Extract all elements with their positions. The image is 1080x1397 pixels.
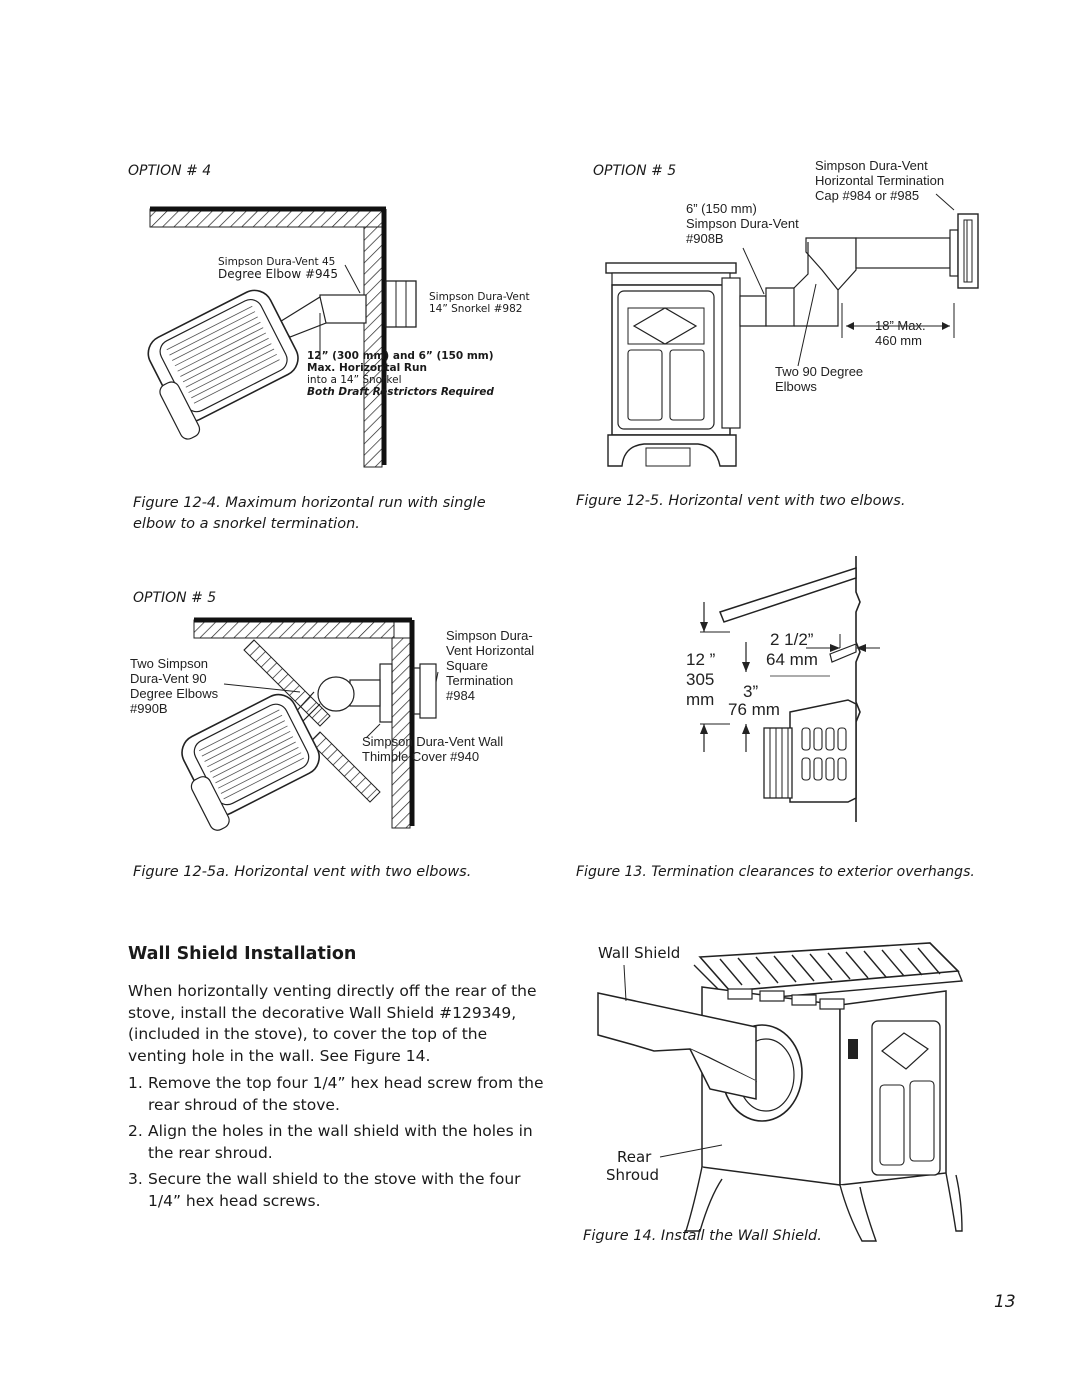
run-note-line1: 12” (300 mm) and 6” (150 mm) xyxy=(307,350,494,362)
caption-line2: elbow to a snorkel termination. xyxy=(133,516,360,532)
section-body: When horizontally venting directly off t… xyxy=(128,981,548,1217)
fig13-dim-3: 3” xyxy=(743,682,759,701)
elbows-label-line3: Degree Elbows xyxy=(130,686,219,701)
caption-line1: Figure 12-4. Maximum horizontal run with… xyxy=(133,495,486,511)
fig13-dim-12: 12 ” xyxy=(686,650,716,669)
fig12-5a-termination-label: Simpson Dura- Vent Horizontal Square Ter… xyxy=(446,628,534,703)
restrictor-note: Both Draft Restrictors Required xyxy=(307,386,494,398)
step-text: Remove the top four 1/4” hex head screw … xyxy=(148,1074,544,1114)
snorkel-label-line1: Simpson Dura-Vent xyxy=(429,291,530,303)
fig12-4-option-label: OPTION # 4 xyxy=(128,163,212,179)
fig12-4-diagram xyxy=(147,206,417,468)
fig12-4-run-note: 12” (300 mm) and 6” (150 mm) Max. Horizo… xyxy=(307,350,494,398)
fig12-5-option-label: OPTION # 5 xyxy=(593,163,677,179)
term-label-line2: Vent Horizontal xyxy=(446,643,535,658)
term-label-line1: Simpson Dura-Vent xyxy=(815,158,928,173)
fig12-5a-option-label: OPTION # 5 xyxy=(133,590,217,606)
fig13-dim-mm: mm xyxy=(686,690,715,709)
fig14-shroud-label: Shroud xyxy=(606,1166,660,1184)
term-label-line3: Cap #984 or #985 xyxy=(815,188,920,203)
intro-paragraph: When horizontally venting directly off t… xyxy=(128,982,537,1065)
step-number: 3. xyxy=(128,1170,143,1188)
elbows-label-line1: Two 90 Degree xyxy=(775,364,864,379)
fig12-4-caption: Figure 12-4. Maximum horizontal run with… xyxy=(133,493,543,535)
elbows-label-line4: #990B xyxy=(130,701,168,716)
term-label-line5: #984 xyxy=(446,688,475,703)
fig12-5-caption: Figure 12-5. Horizontal vent with two el… xyxy=(576,493,906,509)
fig14-caption: Figure 14. Install the Wall Shield. xyxy=(583,1228,822,1244)
fig13-dim-76: 76 mm xyxy=(728,700,780,719)
section-heading: Wall Shield Installation xyxy=(128,944,357,964)
run-note-line3: into a 14” Snorkel xyxy=(307,374,402,386)
step-text: Align the holes in the wall shield with … xyxy=(148,1122,533,1162)
steps-list: 1. Remove the top four 1/4” hex head scre… xyxy=(128,1073,548,1212)
elbow-label-line2: Degree Elbow #945 xyxy=(218,267,338,281)
pipe-label-line1: 6” (150 mm) xyxy=(686,201,757,216)
fig12-5a-caption: Figure 12-5a. Horizontal vent with two e… xyxy=(133,864,472,880)
elbows-label-line2: Elbows xyxy=(775,379,817,394)
elbow-label-line1: Simpson Dura-Vent 45 xyxy=(218,256,336,268)
fig12-5-pipe-label: 6” (150 mm) Simpson Dura-Vent #908B xyxy=(686,201,799,246)
step-number: 2. xyxy=(128,1122,143,1140)
fig12-5-max-label: 18” Max. 460 mm xyxy=(875,318,926,348)
fig12-5a-elbows-label: Two Simpson Dura-Vent 90 Degree Elbows #… xyxy=(130,656,218,716)
term-label-line1: Simpson Dura- xyxy=(446,628,533,643)
fig12-5-termination-label: Simpson Dura-Vent Horizontal Termination… xyxy=(815,158,944,203)
fig13-diagram xyxy=(700,556,880,822)
snorkel-label-line2: 14” Snorkel #982 xyxy=(429,303,523,315)
fig13-dim-64: 64 mm xyxy=(766,650,818,669)
fig12-5a-diagram xyxy=(181,617,439,831)
fig13-dim-2half: 2 1/2” xyxy=(770,630,814,649)
step-item: 3. Secure the wall shield to the stove wi… xyxy=(128,1169,548,1212)
step-item: 2. Align the holes in the wall shield wit… xyxy=(128,1121,548,1164)
fig14-rear-label: Rear xyxy=(617,1148,652,1166)
term-label-line3: Square xyxy=(446,658,488,673)
step-text: Secure the wall shield to the stove with… xyxy=(148,1170,521,1210)
fig14-wall-shield-label: Wall Shield xyxy=(598,944,681,962)
term-label-line4: Termination xyxy=(446,673,514,688)
fig12-5a-thimble-label: Simpson Dura-Vent Wall Thimble Cover #94… xyxy=(362,734,503,764)
fig13-caption: Figure 13. Termination clearances to ext… xyxy=(576,864,975,880)
max-label-line1: 18” Max. xyxy=(875,318,926,333)
run-note-line2: Max. Horizontal Run xyxy=(307,362,427,374)
max-label-line2: 460 mm xyxy=(875,333,922,348)
pipe-label-line2: Simpson Dura-Vent xyxy=(686,216,799,231)
fig12-5-diagram xyxy=(605,193,979,467)
thimble-label-line1: Simpson Dura-Vent Wall xyxy=(362,734,504,749)
thimble-label-line2: Thimble Cover #940 xyxy=(362,749,480,764)
step-number: 1. xyxy=(128,1074,143,1092)
fig12-5-elbows-label: Two 90 Degree Elbows xyxy=(775,364,863,394)
fig12-4-elbow-label: Simpson Dura-Vent 45 Degree Elbow #945 xyxy=(218,256,338,280)
fig14-diagram xyxy=(597,942,964,1242)
step-item: 1. Remove the top four 1/4” hex head scre… xyxy=(128,1073,548,1116)
term-label-line2: Horizontal Termination xyxy=(815,173,945,188)
fig13-dim-305: 305 xyxy=(686,670,715,689)
elbows-label-line1: Two Simpson xyxy=(130,656,209,671)
elbows-label-line2: Dura-Vent 90 xyxy=(130,671,207,686)
pipe-label-line3: #908B xyxy=(686,231,724,246)
fig12-4-snorkel-label: Simpson Dura-Vent 14” Snorkel #982 xyxy=(429,291,530,315)
page-number: 13 xyxy=(994,1292,1016,1312)
